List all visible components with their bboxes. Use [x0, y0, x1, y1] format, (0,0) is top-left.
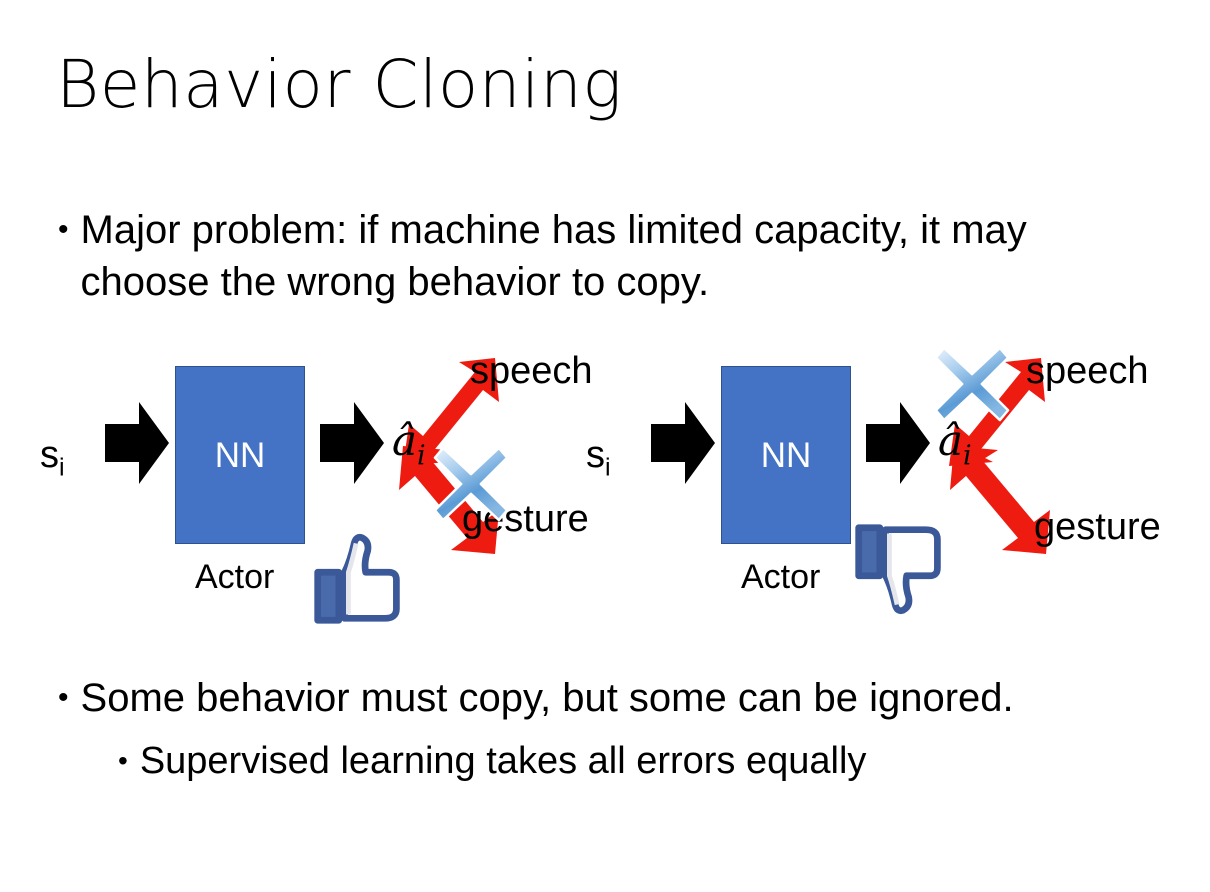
output-label-speech-right: speech	[1026, 350, 1149, 392]
diagram-right-wrong-copy: si NN Actor âi	[556, 330, 1161, 630]
bullet-marker-icon: •	[58, 681, 69, 714]
action-symbol: â	[938, 416, 964, 465]
input-arrow-icon-right	[651, 400, 715, 486]
neural-network-box-left: NN	[175, 366, 305, 544]
cross-out-x-icon-gesture-left	[430, 443, 512, 525]
gesture-arrow-icon-right	[946, 440, 1066, 560]
thumbs-down-icon	[851, 522, 947, 618]
bullet-marker-icon: •	[58, 213, 69, 246]
bullet-marker-icon: •	[118, 745, 128, 776]
bullet-item-some-behavior: • Some behavior must copy, but some can …	[58, 672, 1158, 724]
network-label: NN	[214, 435, 266, 475]
output-arrow-icon-left	[320, 400, 384, 486]
neural-network-box-right: NN	[721, 366, 851, 544]
network-label: NN	[760, 435, 812, 475]
actor-caption-left: Actor	[195, 558, 275, 596]
speech-arrow-icon-left	[395, 350, 515, 470]
output-label-speech-left: speech	[470, 350, 593, 392]
actor-caption-right: Actor	[741, 558, 821, 596]
bullet-text: Some behavior must copy, but some can be…	[80, 676, 1014, 720]
state-symbol: s	[40, 434, 59, 476]
output-arrow-icon-right	[866, 400, 930, 486]
action-label-left: âi	[392, 420, 426, 470]
bullet-item-supervised-learning: • Supervised learning takes all errors e…	[118, 735, 1158, 787]
diagram-area: si NN Actor âi	[0, 330, 1210, 630]
thumbs-up-icon	[310, 530, 406, 626]
diagram-left-correct-copy: si NN Actor âi	[10, 330, 610, 630]
state-label-right: si	[586, 434, 611, 480]
action-subscript: i	[963, 440, 972, 472]
page-title: Behavior Cloning	[56, 46, 623, 123]
action-subscript: i	[417, 440, 426, 472]
state-label-left: si	[40, 434, 65, 480]
state-subscript: i	[59, 453, 65, 482]
input-arrow-icon-left	[105, 400, 169, 486]
state-subscript: i	[605, 453, 611, 482]
action-label-right: âi	[938, 420, 972, 470]
bullet-text: Major problem: if machine has limited ca…	[80, 208, 1027, 304]
bullet-item-major-problem: • Major problem: if machine has limited …	[58, 204, 1108, 308]
state-symbol: s	[586, 434, 605, 476]
bullet-text: Supervised learning takes all errors equ…	[139, 740, 867, 782]
cross-out-x-icon-speech-right	[931, 343, 1013, 425]
action-symbol: â	[392, 416, 418, 465]
output-label-gesture-right: gesture	[1034, 506, 1161, 548]
